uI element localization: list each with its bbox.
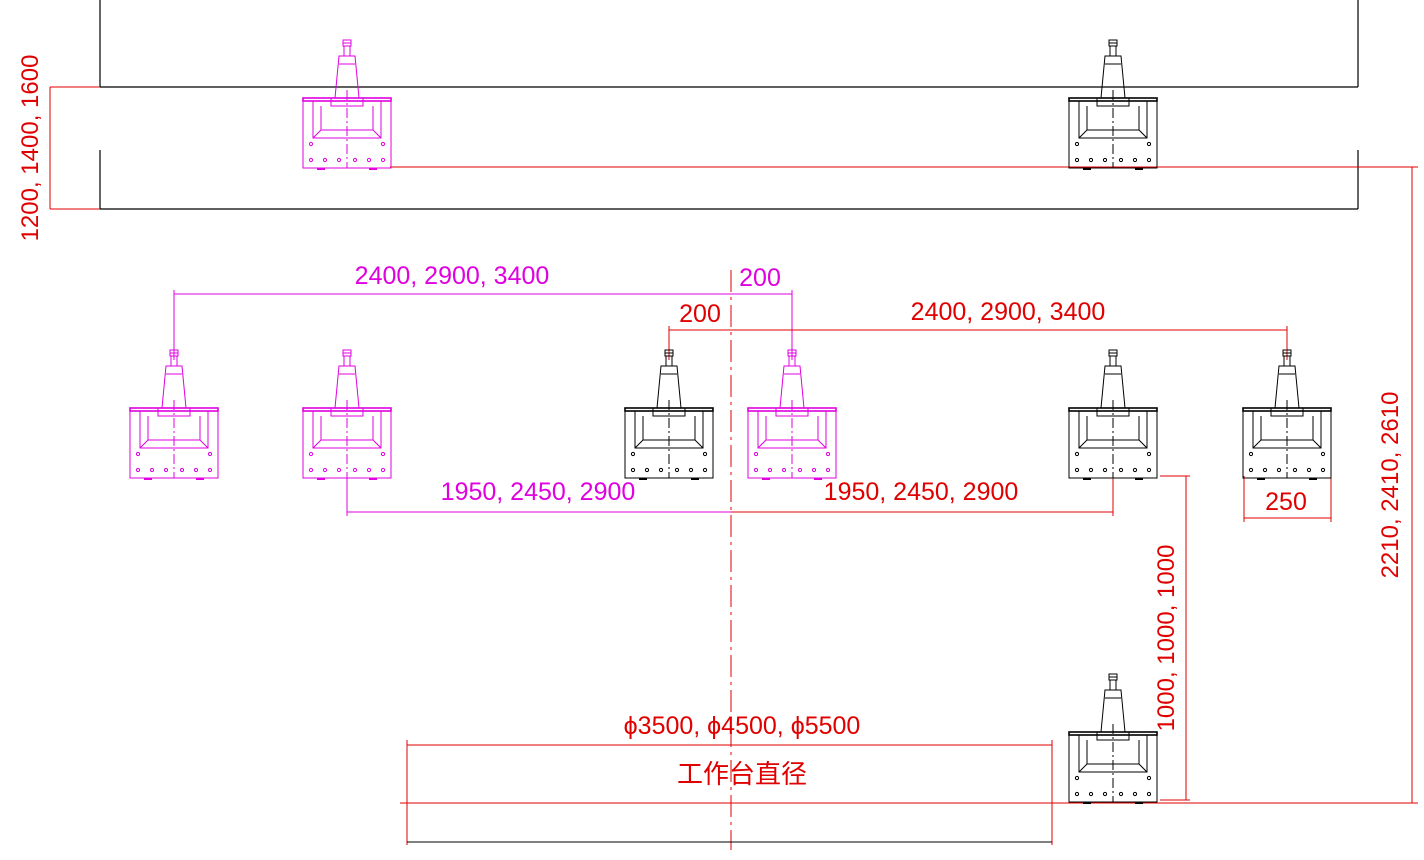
spindle-head-mid-2	[302, 349, 392, 480]
reference-lines	[49, 86, 1418, 804]
dim-top-right-span: 2400, 2900, 3400	[911, 298, 1106, 326]
spindle-head-mid-1	[129, 349, 219, 480]
dim-vertical-height: 1000, 1000, 1000	[1153, 545, 1180, 732]
dim-lower-left-span: 1950, 2450, 2900	[441, 478, 636, 506]
spindle-heads	[129, 39, 1332, 804]
dim-table-diameter: ϕ3500, ϕ4500, ϕ5500	[624, 712, 861, 740]
dim-mid-center: 200	[679, 300, 721, 328]
dim-top-height: 1200, 1400, 1600	[17, 55, 44, 242]
table-label: 工作台直径	[677, 760, 807, 790]
spindle-head-mid-3	[624, 349, 714, 480]
spindle-head-top-left	[302, 39, 392, 170]
spindle-head-mid-6	[1242, 349, 1332, 480]
spindle-head-mid-4	[747, 349, 837, 480]
spindle-head-bottom	[1068, 673, 1158, 804]
magenta-dimension-lines	[173, 290, 793, 516]
dim-head-width: 250	[1265, 488, 1307, 516]
crossbeam-outline	[99, 0, 1359, 210]
spindle-head-mid-5	[1068, 349, 1158, 480]
dim-total-height: 2210, 2410, 2610	[1377, 392, 1404, 579]
spindle-head-top-right	[1068, 39, 1158, 170]
dim-top-left-span: 2400, 2900, 3400	[355, 262, 550, 290]
dim-lower-right-span: 1950, 2450, 2900	[824, 478, 1019, 506]
work-table	[400, 740, 1058, 845]
dim-top-center: 200	[739, 264, 781, 292]
red-dimension-lines	[668, 326, 1332, 522]
